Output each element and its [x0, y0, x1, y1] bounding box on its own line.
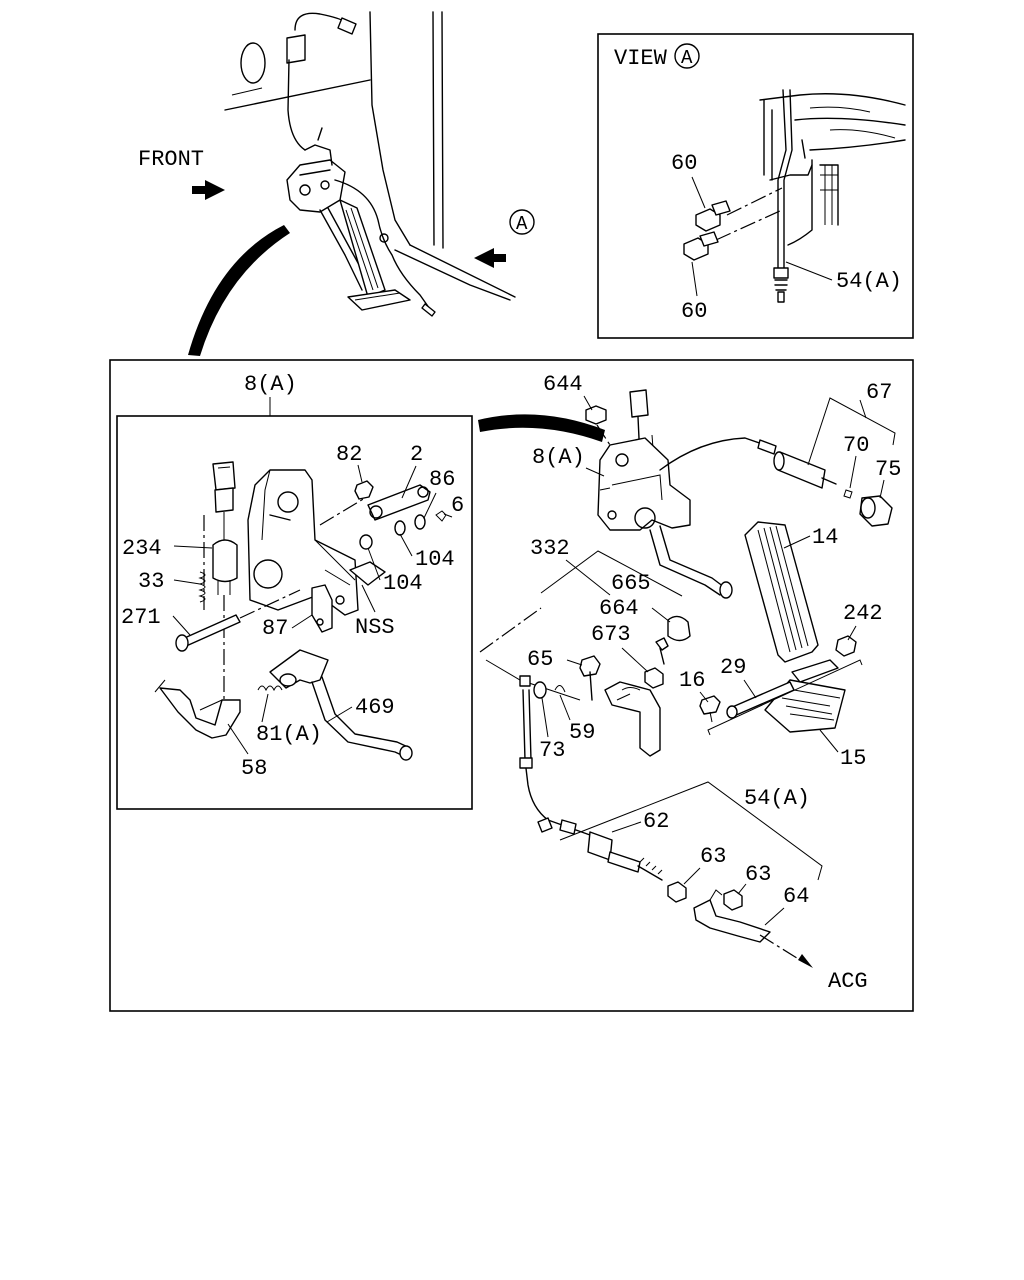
callout-15: 15 [840, 746, 866, 771]
overview-illustration [188, 11, 516, 356]
callout-63-left: 63 [700, 844, 726, 869]
view-a-illustration [683, 89, 906, 303]
callout-332: 332 [530, 536, 570, 561]
callout-664: 664 [599, 596, 639, 621]
callout-8a-inset: 8(A) [244, 372, 297, 397]
callout-54a-view: 54(A) [836, 269, 902, 294]
callout-60-top: 60 [671, 151, 697, 176]
view-a-header: VIEW A [614, 43, 700, 71]
callout-469: 469 [355, 695, 395, 720]
callout-271: 271 [121, 605, 161, 630]
callout-82: 82 [336, 442, 362, 467]
view-letter-circle [674, 43, 700, 69]
callout-59: 59 [569, 720, 595, 745]
callout-58: 58 [241, 756, 267, 781]
callout-81a: 81(A) [256, 722, 322, 747]
callout-14: 14 [812, 525, 838, 550]
callout-16: 16 [679, 668, 705, 693]
callout-87: 87 [262, 616, 288, 641]
callout-75: 75 [875, 457, 901, 482]
callout-234: 234 [122, 536, 162, 561]
callout-665: 665 [611, 571, 651, 596]
view-marker-circle [509, 209, 535, 235]
callout-63-right: 63 [745, 862, 771, 887]
callout-104-right: 104 [415, 547, 455, 572]
main-box [109, 359, 914, 1012]
inset-illustration [154, 461, 447, 761]
callout-242: 242 [843, 601, 883, 626]
callout-104-left: 104 [383, 571, 423, 596]
callout-60-bottom: 60 [681, 299, 707, 324]
callout-65: 65 [527, 647, 553, 672]
callout-70: 70 [843, 433, 869, 458]
callout-73: 73 [539, 738, 565, 763]
acg-label: ACG [828, 969, 868, 994]
callout-8a-main: 8(A) [532, 445, 585, 470]
callout-62: 62 [643, 809, 669, 834]
callout-33: 33 [138, 569, 164, 594]
callout-6: 6 [451, 493, 464, 518]
callout-673: 673 [591, 622, 631, 647]
front-label: FRONT [138, 147, 204, 172]
view-word: VIEW [614, 46, 668, 71]
callout-644: 644 [543, 372, 583, 397]
callout-2: 2 [410, 442, 423, 467]
view-marker-letter: A [516, 213, 528, 235]
callout-86: 86 [429, 467, 455, 492]
callout-64: 64 [783, 884, 809, 909]
main-assembly-illustration [478, 389, 896, 968]
callout-nss: NSS [355, 615, 395, 640]
callout-54a-main: 54(A) [744, 786, 810, 811]
view-a-box [597, 33, 914, 339]
callout-67: 67 [866, 380, 892, 405]
inset-8a-box [116, 415, 473, 810]
callout-29: 29 [720, 655, 746, 680]
view-letter: A [681, 47, 693, 69]
